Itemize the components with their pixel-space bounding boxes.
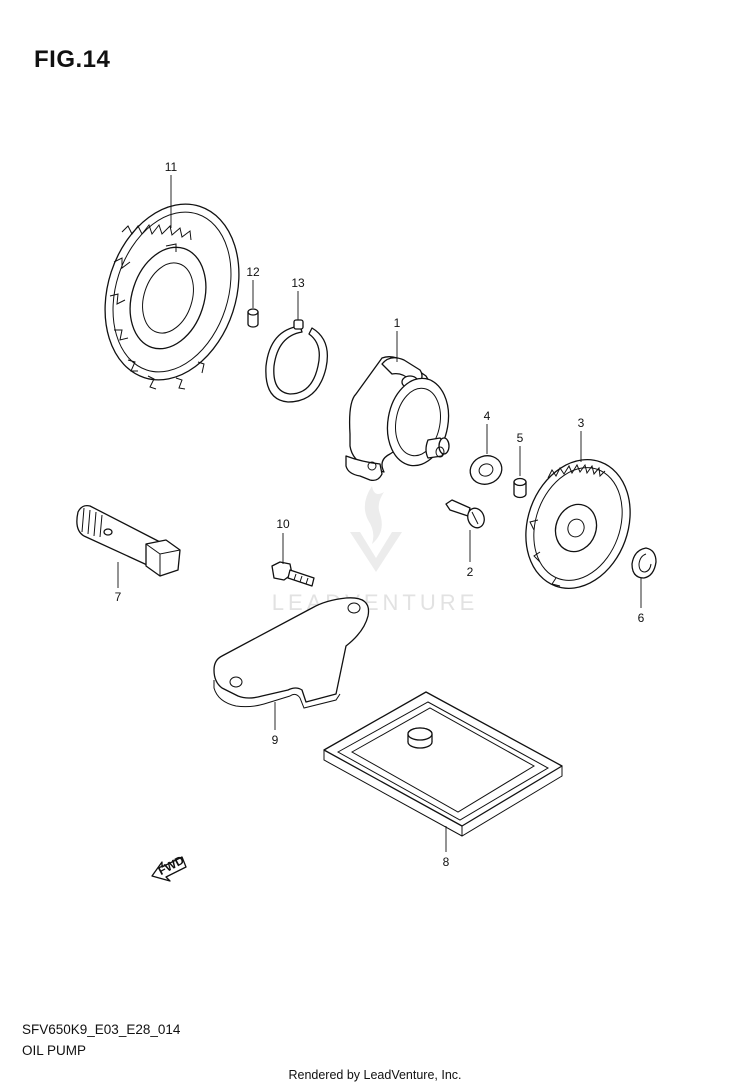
part-7-oil-jet xyxy=(76,504,181,577)
part-1-oil-pump-body xyxy=(345,356,450,482)
callout-2: 2 xyxy=(467,565,474,579)
callout-13: 13 xyxy=(291,276,305,290)
callout-8: 8 xyxy=(443,855,450,869)
model-code: SFV650K9_E03_E28_014 xyxy=(22,1022,181,1037)
figure-title: FIG.14 xyxy=(34,46,111,73)
callout-1: 1 xyxy=(394,316,401,330)
callout-12: 12 xyxy=(246,265,260,279)
callout-4: 4 xyxy=(484,409,491,423)
part-4-washer xyxy=(469,455,503,485)
part-8-strainer xyxy=(323,691,563,837)
callout-6: 6 xyxy=(638,611,645,625)
callout-11: 11 xyxy=(165,160,178,174)
render-credit: Rendered by LeadVenture, Inc. xyxy=(288,1068,462,1082)
callout-10: 10 xyxy=(276,517,290,531)
callout-5: 5 xyxy=(517,431,524,445)
section-name: OIL PUMP xyxy=(22,1043,87,1058)
part-12-dowel-pin xyxy=(247,308,259,328)
callout-3: 3 xyxy=(578,416,585,430)
part-6-circlip xyxy=(631,547,657,579)
part-11-drive-gear xyxy=(104,203,240,390)
callout-numbers: 11 12 13 1 4 5 3 2 6 7 10 9 8 xyxy=(115,160,645,869)
callout-9: 9 xyxy=(272,733,279,747)
part-9-plate xyxy=(213,597,370,709)
part-3-driven-gear xyxy=(525,459,631,589)
part-13-circlip xyxy=(265,319,329,403)
callout-7: 7 xyxy=(115,590,122,604)
leader-lines xyxy=(117,175,642,852)
watermark-text: LEADVENTURE xyxy=(272,590,479,615)
part-5-pin xyxy=(513,477,527,499)
part-10-bolt xyxy=(271,561,315,587)
fwd-direction-arrow: FWD xyxy=(151,853,187,882)
part-2-screw xyxy=(445,499,485,529)
